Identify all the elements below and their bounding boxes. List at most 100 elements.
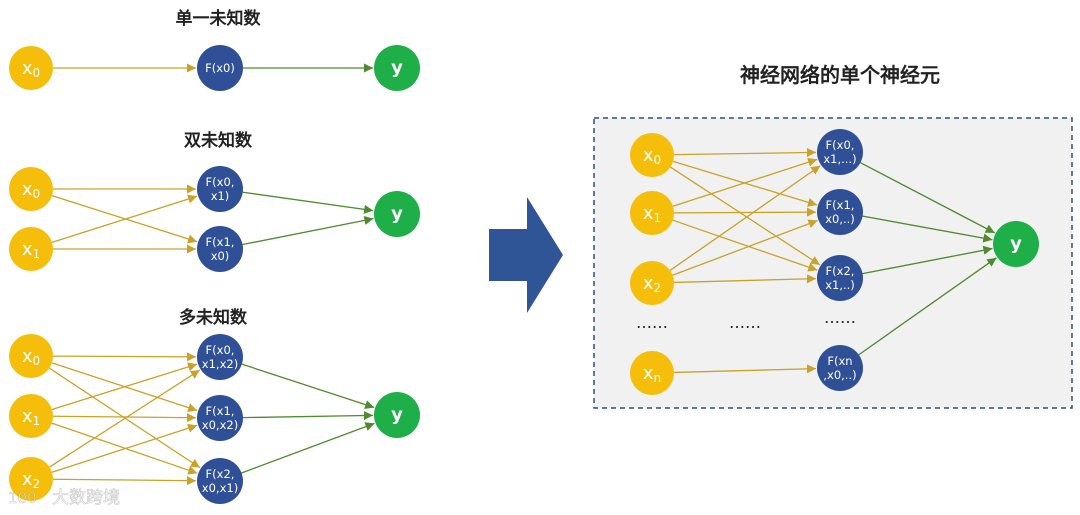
double-output-node: y <box>374 191 420 237</box>
func-label-line: F(x0, <box>826 138 855 152</box>
single-output-node: y <box>374 45 420 91</box>
transform-arrow-icon <box>489 197 563 313</box>
input-subscript: n <box>654 371 662 385</box>
multi-func-node-1: F(x1,x0,x2) <box>197 395 243 441</box>
func-label-line: x1,x2) <box>202 357 238 371</box>
func-label-line: ,x0,..) <box>823 368 856 382</box>
multi-edge-input-2-0 <box>49 369 201 468</box>
input-base: x <box>22 406 33 427</box>
input-base: x <box>643 145 654 166</box>
func-label-line: x1,..) <box>825 278 855 292</box>
input-label: x0 <box>22 346 40 369</box>
input-base: x <box>643 363 654 384</box>
output-circle <box>993 221 1039 267</box>
func-circle <box>817 189 863 235</box>
watermark-logo-icon: 100 <box>8 489 37 507</box>
func-label-line: x0) <box>211 249 230 263</box>
input-label: x1 <box>22 239 40 262</box>
neuron-edge-input-3-3 <box>673 364 817 374</box>
input-subscript: 0 <box>654 153 662 167</box>
multi-edge-input-2-1 <box>51 423 198 473</box>
func-label-line: x1,...) <box>823 152 856 166</box>
func-circle <box>817 345 863 391</box>
func-label-line: F(x0) <box>205 61 235 75</box>
neuron-edge-output-2 <box>862 245 993 275</box>
input-base: x <box>22 346 33 367</box>
func-label-line: F(x1, <box>826 198 855 212</box>
neuron-func-node-3: F(xn,x0,..) <box>817 345 863 391</box>
func-label-line: x1) <box>211 189 230 203</box>
func-label-line: x0,x1) <box>202 481 238 495</box>
neuron-func-node-1: F(x1,x0,..) <box>817 189 863 235</box>
input-base: x <box>22 469 33 490</box>
multi-edge-input-2-2 <box>52 476 197 486</box>
output-label: y <box>391 204 403 225</box>
input-base: x <box>643 273 654 294</box>
title-single-unknown: 单一未知数 <box>176 8 262 29</box>
input-subscript: 0 <box>33 66 41 80</box>
func-label-line: F(x2, <box>206 467 235 481</box>
func-circle <box>197 45 243 91</box>
multi-edge-output-1 <box>242 411 374 421</box>
input-label: x0 <box>643 145 661 168</box>
func-label-line: F(x0, <box>206 175 235 189</box>
neuron-edge-output-1 <box>862 215 993 243</box>
input-label: x2 <box>22 469 40 492</box>
input-label: x0 <box>22 179 40 202</box>
func-label-line: F(x0, <box>206 343 235 357</box>
func-label-line: F(x1, <box>206 235 235 249</box>
input-subscript: 1 <box>33 414 41 428</box>
input-circle <box>630 191 674 235</box>
output-label: y <box>391 405 403 426</box>
multi-input-node-0: x0 <box>9 334 53 378</box>
neuron-edge-input-1-0 <box>672 157 818 207</box>
input-subscript: 1 <box>654 211 662 225</box>
multi-edge-input-0-0 <box>52 352 197 362</box>
func-circle <box>197 226 243 272</box>
func-label-line: F(x1, <box>206 404 235 418</box>
multi-func-node-0: F(x0,x1,x2) <box>197 334 243 380</box>
title-single-neuron: 神经网络的单个神经元 <box>740 63 940 87</box>
double-func-node-1: F(x1,x0) <box>197 226 243 272</box>
neuron-input-node-2: x2 <box>630 261 674 305</box>
double-edge-input-1-0 <box>51 194 198 243</box>
input-subscript: 1 <box>33 247 41 261</box>
input-circle <box>9 394 53 438</box>
neuron-edge-input-2-2 <box>673 274 817 284</box>
func-circle <box>817 129 863 175</box>
input-base: x <box>22 239 33 260</box>
input-circle <box>9 46 53 90</box>
input-base: x <box>643 203 654 224</box>
single-input-node-0: x0 <box>9 46 53 90</box>
input-circle <box>630 261 674 305</box>
neuron-edge-input-2-1 <box>672 219 818 276</box>
neuron-edge-output-3 <box>858 257 997 356</box>
input-subscript: 2 <box>654 281 662 295</box>
neuron-edge-input-0-0 <box>673 147 817 158</box>
multi-output-node: y <box>374 392 420 438</box>
input-circle <box>9 167 53 211</box>
watermark-text: 大数跨境 <box>52 488 120 508</box>
input-subscript: 2 <box>33 477 41 491</box>
output-label: y <box>1010 234 1022 255</box>
func-circle <box>817 255 863 301</box>
multi-edge-output-0 <box>241 363 375 410</box>
output-circle <box>374 45 420 91</box>
input-circle <box>9 334 53 378</box>
multi-input-node-1: x1 <box>9 394 53 438</box>
double-edge-output-1 <box>242 215 374 246</box>
input-circle <box>630 133 674 177</box>
input-label: xn <box>643 363 661 386</box>
func-circle <box>197 458 243 504</box>
func-circle <box>197 166 243 212</box>
multi-input-node-2: x2 <box>9 457 53 501</box>
title-multi-unknown: 多未知数 <box>179 307 248 328</box>
input-circle <box>630 351 674 395</box>
func-label-line: F(xn <box>827 354 852 368</box>
input-subscript: 0 <box>33 354 41 368</box>
input-label: x1 <box>22 406 40 429</box>
double-func-node-0: F(x0,x1) <box>197 166 243 212</box>
func-label-line: F(x2, <box>826 264 855 278</box>
